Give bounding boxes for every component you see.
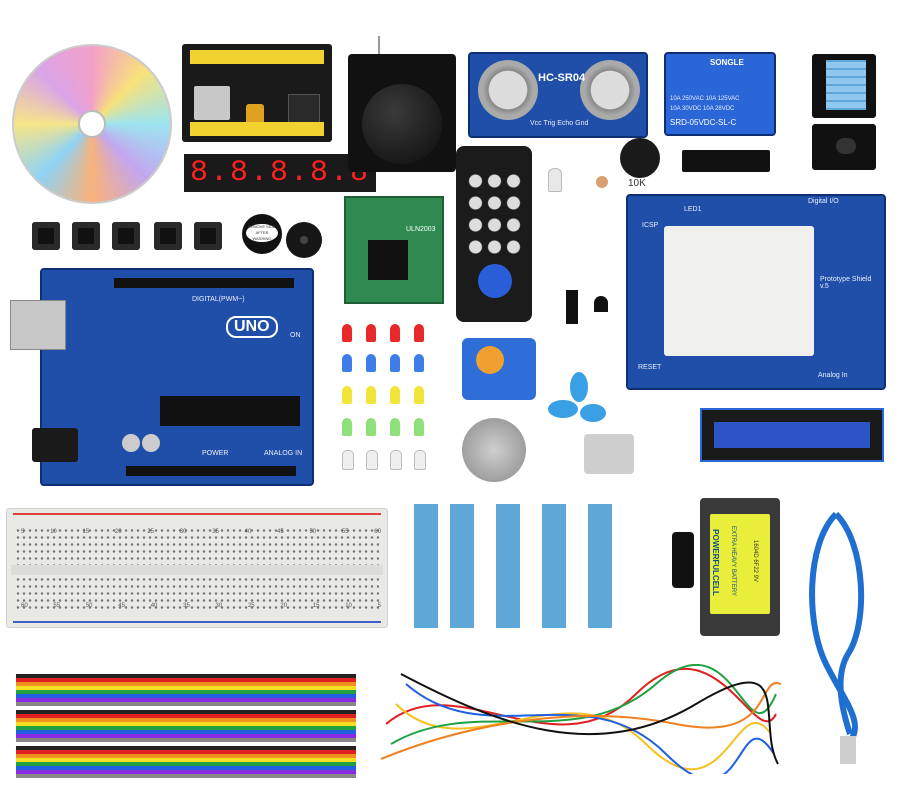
ic-chip [682, 150, 770, 172]
uno-analog-label: ANALOG IN [264, 450, 303, 457]
stepper-driver-board: ULN2003 [344, 196, 444, 304]
dc-jack [32, 428, 78, 462]
pot-label: 10K [628, 178, 646, 189]
relay-spec-1: 10A 250VAC 10A 125VAC [670, 96, 740, 102]
tactile-button [72, 222, 100, 250]
led-red [366, 324, 376, 342]
prototype-shield: Digital I/O ICSP LED1 Prototype Shield v… [626, 194, 886, 390]
servo-motor [462, 338, 536, 400]
relay-brand: SONGLE [710, 58, 744, 67]
led-green [366, 418, 376, 436]
lcd1602 [700, 408, 884, 462]
led-white [342, 450, 354, 470]
arduino-uno: DIGITAL(PWM~) UNO ON POWER ANALOG IN [10, 268, 314, 486]
ir-receiver-module [812, 124, 876, 170]
led-blue [342, 354, 352, 372]
battery-9v: POWERFULCELL EXTRA HEAVY BATTERY 1604D 6… [700, 498, 780, 636]
resistor-set [404, 504, 634, 628]
jumper-wires-loose [380, 664, 782, 774]
transistor [566, 290, 578, 324]
tactile-button [112, 222, 140, 250]
led-green [390, 418, 400, 436]
uno-power-label: POWER [202, 450, 229, 457]
relay-module: SONGLE 10A 250VAC 10A 125VAC 10A 30VDC 1… [664, 52, 776, 136]
seven-segment-text: 8.8.8.8.8 [184, 154, 377, 192]
mini-breadboard [664, 226, 814, 356]
cd-disc [12, 44, 172, 204]
uno-logo: UNO [226, 316, 278, 338]
led-yellow [342, 386, 352, 404]
shield-title: Prototype Shield v.5 [820, 276, 872, 290]
led-green [342, 418, 352, 436]
led-white [414, 450, 426, 470]
battery-brand: POWERFULCELL [710, 529, 720, 596]
tactile-button [194, 222, 222, 250]
battery-barrel-plug [672, 532, 694, 588]
ultrasonic-pins-label: Vcc Trig Echo Gnd [530, 120, 589, 127]
buzzer-passive [286, 222, 322, 258]
fan-blade [548, 372, 610, 438]
led-blue [390, 354, 400, 372]
potentiometer: 10K [620, 138, 660, 189]
led-yellow [366, 386, 376, 404]
power-module [182, 44, 332, 142]
led-white [390, 450, 402, 470]
seven-segment-display: 8.8.8.8.8 [184, 154, 380, 192]
shield-reset-label: RESET [638, 364, 662, 371]
relay-model: SRD-05VDC-SL-C [670, 118, 737, 127]
led-red [390, 324, 400, 342]
battery-model: 1604D 6F22 9V [752, 539, 759, 583]
relay-spec-2: 10A 30VDC 10A 28VDC [670, 106, 735, 112]
shield-led-label: LED1 [684, 206, 702, 213]
led-blue [414, 354, 424, 372]
shield-bottom-label: Analog In [818, 372, 848, 379]
atmega-chip [160, 396, 300, 426]
ultrasonic-sensor: HC-SR04 Vcc Trig Echo Gnd [468, 52, 648, 138]
dc-motor [584, 434, 634, 474]
led-array [342, 324, 432, 494]
shield-icsp-label: ICSP [642, 222, 659, 229]
dht11-sensor [812, 54, 876, 118]
uno-digital-label: DIGITAL(PWM~) [192, 296, 245, 303]
led-red [342, 324, 352, 342]
stepper-motor [462, 418, 526, 482]
rgb-led [548, 168, 562, 192]
usb-cable [809, 511, 865, 764]
tactile-button [154, 222, 182, 250]
led-green [414, 418, 424, 436]
led-white [366, 450, 378, 470]
shield-top-label: Digital I/O [808, 198, 839, 205]
tactile-button [32, 222, 60, 250]
transistor [594, 296, 608, 312]
battery-type: EXTRA HEAVY BATTERY [729, 526, 736, 596]
led-blue [366, 354, 376, 372]
joystick-module [348, 36, 456, 172]
usb-b-port [10, 300, 66, 350]
uno-on-label: ON [290, 332, 301, 339]
jumper-wire-ribbon [16, 674, 356, 778]
photoresistor [596, 176, 608, 188]
ir-remote [456, 146, 532, 322]
stepper-driver-label: ULN2003 [406, 226, 436, 233]
led-red [414, 324, 424, 342]
led-yellow [414, 386, 424, 404]
led-yellow [390, 386, 400, 404]
buzzer-active: REMOVE SEAL AFTER WASHING [242, 214, 282, 254]
ultrasonic-model-label: HC-SR04 [538, 72, 586, 84]
